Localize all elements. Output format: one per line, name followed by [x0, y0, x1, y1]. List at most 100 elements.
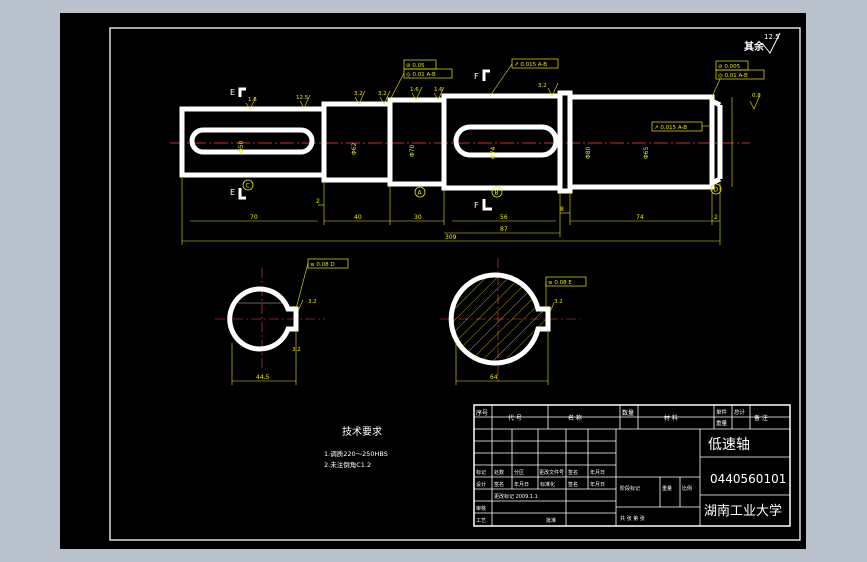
part-name: 低速轴	[708, 437, 750, 453]
svg-text:12.5: 12.5	[296, 95, 309, 101]
tech-req-title: 技术要求	[342, 425, 382, 438]
drawing-canvas: 其余 12.5 Φ50 Φ62 Φ70 Φ74 Φ80 Φ65 E E F F	[109, 27, 801, 541]
tolerance-frame-3: ⊘ 0.005 ◎ 0.01 A-B	[711, 60, 765, 98]
svg-text:3.2: 3.2	[538, 83, 547, 89]
dia-label-3: Φ70	[409, 144, 416, 157]
title-block-headers: 序号 代 号 名 称 数量 材 料 单件 重量 总计 备 注	[476, 408, 768, 427]
svg-text:3.2: 3.2	[554, 299, 563, 305]
svg-text:标准化: 标准化	[540, 481, 555, 488]
svg-text:重量: 重量	[662, 485, 672, 492]
tech-req-line-1: 1.调质220～250HBS	[324, 449, 388, 458]
svg-text:名 称: 名 称	[568, 414, 582, 422]
svg-text:↗ 0.015 A-B: ↗ 0.015 A-B	[654, 125, 687, 131]
svg-text:标记: 标记	[476, 469, 486, 476]
svg-text:共 张 第 张: 共 张 第 张	[620, 515, 645, 522]
svg-text:0.8: 0.8	[752, 93, 761, 99]
svg-text:309: 309	[445, 234, 457, 241]
svg-text:分区: 分区	[514, 469, 524, 476]
section-view-e: ≡ 0.08 D 44.5	[215, 258, 349, 385]
technical-requirements: 技术要求 1.调质220～250HBS 2.未注倒角C1.2	[324, 425, 388, 469]
svg-text:审核: 审核	[476, 505, 486, 512]
svg-text:工艺: 工艺	[476, 518, 486, 524]
keyway-left	[189, 127, 315, 155]
section-marker-e-bottom: E	[230, 188, 246, 200]
tolerance-frame-2: ↗ 0.015 A-B	[489, 58, 559, 97]
svg-text:重量: 重量	[716, 419, 728, 427]
svg-text:E: E	[230, 88, 235, 97]
tolerance-frame-1: ⊘ 0.05 ◎ 0.01 A-B	[389, 59, 453, 101]
dia-label-4: Φ74	[490, 146, 497, 159]
roughness-values: 1.6 12.5 3.2 3.2 1.6 1.6 3.2 0.8 3.2 3.2…	[248, 83, 761, 353]
datum-a: A	[414, 186, 426, 198]
svg-text:材 料: 材 料	[664, 414, 678, 422]
svg-text:签名: 签名	[568, 481, 578, 488]
title-block	[473, 404, 791, 527]
svg-text:87: 87	[500, 226, 508, 233]
school-name: 湖南工业大学	[704, 503, 782, 519]
svg-text:44.5: 44.5	[256, 374, 270, 381]
dimension-values: 70 2 40 30 56 87 8 74 2 309	[250, 198, 718, 241]
keyway-middle	[453, 124, 559, 158]
svg-text:1.6: 1.6	[248, 97, 257, 103]
drawing-sheet: 其余 12.5 Φ50 Φ62 Φ70 Φ74 Φ80 Φ65 E E F F	[60, 13, 806, 549]
svg-text:批准: 批准	[546, 517, 556, 524]
svg-text:备 注: 备 注	[754, 414, 768, 422]
section-view-f: ≡ 0.08 E 64	[440, 258, 587, 385]
svg-text:处数: 处数	[494, 469, 504, 476]
svg-text:8: 8	[560, 206, 564, 213]
svg-text:C: C	[246, 183, 250, 190]
section-marker-f-top: F	[474, 69, 490, 81]
svg-text:70: 70	[250, 214, 258, 221]
svg-text:E: E	[230, 188, 235, 197]
roughness-marks	[245, 82, 761, 317]
section-marker-f-bottom: F	[474, 199, 492, 211]
svg-text:数量: 数量	[622, 409, 634, 417]
svg-text:3.2: 3.2	[308, 299, 317, 305]
svg-text:⊘ 0.005: ⊘ 0.005	[718, 64, 741, 70]
inner-border	[109, 27, 801, 541]
svg-text:40: 40	[354, 214, 362, 221]
svg-text:单件: 单件	[716, 408, 728, 416]
svg-text:代 号: 代 号	[508, 414, 522, 422]
svg-text:更改文件号: 更改文件号	[539, 469, 564, 476]
datum-b: B	[491, 186, 503, 198]
svg-text:B: B	[495, 190, 499, 197]
dia-label-2: Φ62	[351, 142, 358, 155]
svg-text:签名: 签名	[568, 469, 578, 476]
dia-label-5: Φ80	[585, 146, 592, 159]
datum-c: C	[242, 179, 254, 191]
tech-req-line-2: 2.未注倒角C1.2	[324, 460, 371, 469]
svg-text:30: 30	[414, 214, 422, 221]
svg-text:↗ 0.015 A-B: ↗ 0.015 A-B	[514, 62, 547, 68]
svg-text:阶段标记: 阶段标记	[620, 485, 640, 492]
svg-text:3.2: 3.2	[292, 347, 301, 353]
svg-text:更改标记 2009.1.1: 更改标记 2009.1.1	[494, 493, 538, 500]
svg-text:2: 2	[714, 214, 718, 221]
svg-text:◎ 0.01 A-B: ◎ 0.01 A-B	[718, 73, 748, 79]
title-block-rev: 标记 处数 分区 更改文件号 签名 年月日 设计 签名 年月日 标准化 签名 年…	[476, 469, 692, 524]
roughness-note: 其余	[744, 40, 765, 53]
svg-text:64: 64	[490, 374, 498, 381]
svg-text:2: 2	[316, 198, 320, 205]
dimension-lines	[181, 97, 733, 245]
dia-label-1: Φ50	[238, 140, 245, 153]
svg-text:年月日: 年月日	[590, 481, 605, 488]
svg-text:D: D	[714, 187, 719, 194]
svg-text:年月日: 年月日	[514, 481, 529, 488]
svg-text:序号: 序号	[476, 409, 488, 417]
svg-text:总计: 总计	[734, 408, 746, 416]
svg-text:⊘ 0.05: ⊘ 0.05	[406, 63, 425, 69]
roughness-value: 12.5	[764, 33, 780, 41]
drawing-number: 0440560101	[710, 472, 786, 486]
svg-text:56: 56	[500, 214, 508, 221]
svg-text:3.2: 3.2	[354, 91, 363, 97]
datum-d: D	[710, 183, 722, 195]
roughness-symbol	[761, 32, 781, 54]
svg-text:年月日: 年月日	[590, 469, 605, 476]
section-marker-e-top: E	[230, 87, 246, 97]
svg-text:74: 74	[636, 214, 644, 221]
svg-text:A: A	[418, 190, 423, 197]
tolerance-frame-4: ↗ 0.015 A-B	[651, 121, 712, 132]
shaft-outline	[179, 90, 723, 194]
svg-text:≡ 0.08 D: ≡ 0.08 D	[310, 262, 335, 268]
